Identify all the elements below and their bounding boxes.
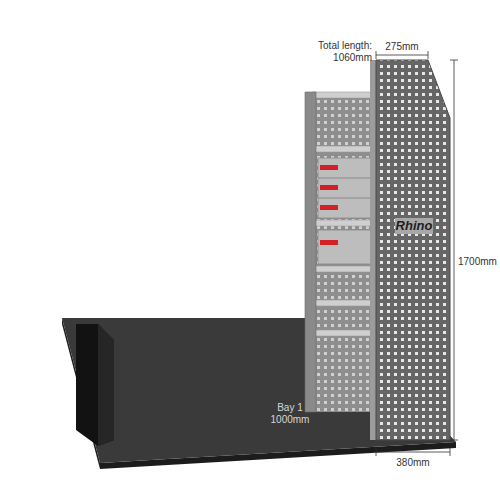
wheel-arch bbox=[76, 324, 114, 446]
bay-dimension: Bay 1 1000mm bbox=[262, 402, 318, 425]
width-dimension: 380mm bbox=[396, 457, 429, 469]
dimension-lines bbox=[376, 51, 458, 456]
racking-unit bbox=[305, 60, 450, 440]
height-dimension: 1700mm bbox=[457, 255, 498, 269]
depth-dimension: 275mm bbox=[385, 41, 418, 53]
drawer-unit bbox=[318, 158, 374, 264]
total-length-dimension: Total length: 1060mm bbox=[292, 40, 372, 63]
brand-logo: Rhino bbox=[395, 218, 434, 235]
